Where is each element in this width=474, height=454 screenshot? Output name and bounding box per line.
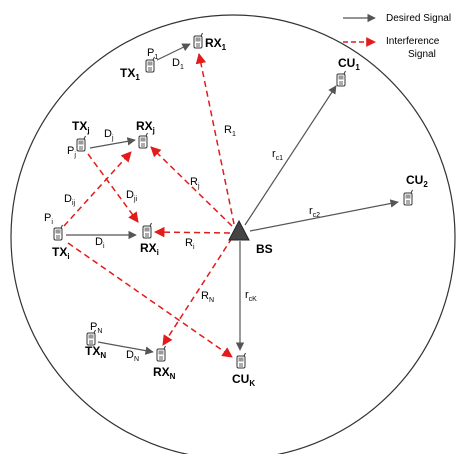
interference-bs-rxj [150,146,233,227]
r1-label: R1 [224,124,236,138]
p1-label: P1 [147,47,158,61]
phone-icon [403,189,413,206]
txj-label: TXj [72,119,90,135]
link-txn-rxn [97,341,154,355]
phone-icon [145,56,155,73]
d1-label: D1 [172,57,184,71]
bs-label: BS [256,242,273,256]
dj-label: Dj [104,128,114,142]
rxi-label: RXi [140,241,159,257]
phone-icon [336,70,346,87]
legend-interference-label-1: Interference [386,36,440,47]
rxj-label: RXj [136,119,155,135]
txi-label: TXi [52,245,70,261]
cu1-label: CU1 [338,56,360,72]
rn-label: RN [201,290,214,304]
phone-icon [142,222,152,239]
phone-icon [53,224,63,241]
pj-label: Pj [67,145,76,159]
pn-label: PN [90,321,102,335]
phone-icon [156,345,166,362]
cuk-label: CUK [232,372,255,388]
rx1-label: RX1 [205,36,227,52]
legend-interference-label-2: Signal [408,49,436,60]
pi-label: Pi [44,212,53,226]
cu2-label: CU2 [406,173,428,189]
legend: Desired Signal Interference Signal [343,13,451,60]
rj-label: Rj [190,176,200,190]
phone-icon [193,32,203,49]
rck-label: rcK [245,289,257,303]
cell-boundary [10,14,456,454]
ri-label: Ri [185,237,195,251]
dji-label: Dji [126,189,138,203]
interference-bs-rxi [153,226,231,238]
rc1-label: rc1 [272,148,283,162]
link-tx1-rx1 [156,43,191,61]
interference-txj-rxi [87,153,139,223]
rc2-label: rc2 [309,205,320,219]
phone-icon [76,135,86,152]
phone-icon [138,132,148,149]
interference-txi-cuk [67,242,233,358]
interference-links [63,52,235,358]
dn-label: DN [126,349,139,363]
legend-desired-label: Desired Signal [386,13,451,24]
triangle-icon [228,219,250,241]
devices [53,32,413,369]
desired-links [66,43,399,355]
interference-bs-rxn [162,237,233,346]
phone-icon [236,352,246,369]
dij-label: Dij [64,193,76,207]
tx1-label: TX1 [120,66,140,82]
link-txj-rxj [89,137,136,149]
link-bs-cu1 [244,85,337,226]
link-bs-cu2 [249,199,399,232]
rxn-label: RXN [153,365,176,381]
txn-label: TXN [85,344,106,360]
interference-bs-rx1 [195,52,235,225]
interference-txi-rxj [63,151,132,227]
di-label: Di [95,236,105,250]
